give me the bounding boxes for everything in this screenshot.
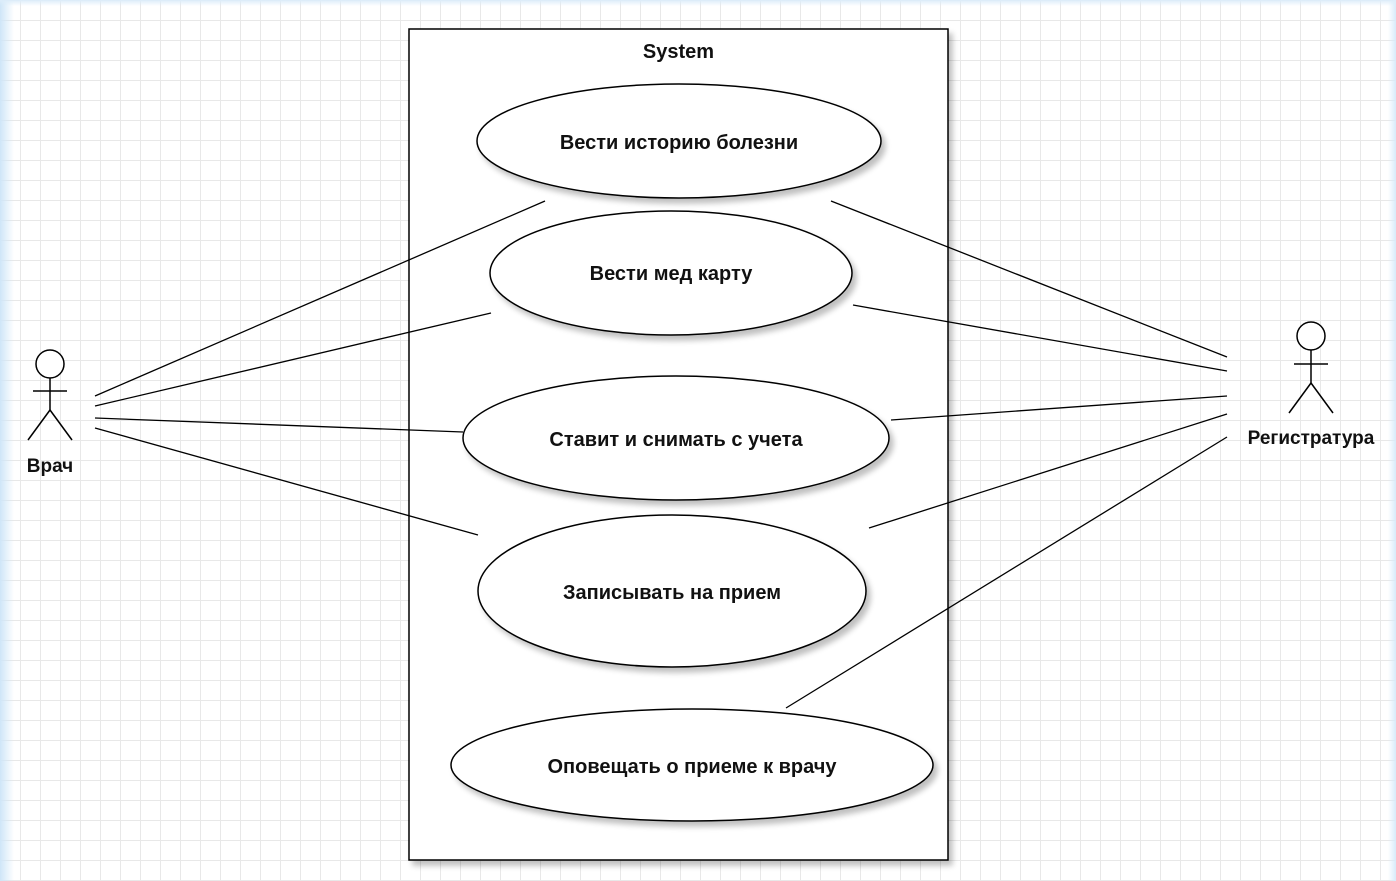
use-case-label: Оповещать о приеме к врачу <box>547 756 837 778</box>
use-case-label: Вести историю болезни <box>560 132 798 154</box>
association-line-registry-uc1[interactable] <box>830 200 1228 358</box>
use-case-uc3[interactable]: Ставит и снимать с учета <box>462 375 890 501</box>
actor-label: Врач <box>27 456 73 477</box>
use-case-uc2[interactable]: Вести мед карту <box>489 210 853 336</box>
use-case-label: Записывать на прием <box>563 582 781 604</box>
use-case-uc1[interactable]: Вести историю болезни <box>476 83 882 199</box>
association-line-registry-uc4[interactable] <box>868 413 1228 529</box>
association-line-doctor-uc4[interactable] <box>94 427 479 536</box>
use-case-ellipse <box>477 514 867 668</box>
actor-label: Регистратура <box>1248 428 1375 449</box>
use-case-ellipse <box>476 83 882 199</box>
left-edge-glow <box>0 0 14 881</box>
association-line-doctor-uc3[interactable] <box>94 417 464 433</box>
top-edge-glow <box>0 0 1396 6</box>
association-line-doctor-uc1[interactable] <box>94 200 546 397</box>
associations <box>94 200 1228 709</box>
use-case-label: Ставит и снимать с учета <box>549 429 803 451</box>
association-line-doctor-uc2[interactable] <box>94 312 492 407</box>
actor-registry[interactable]: Регистратура <box>1248 321 1375 449</box>
actor-doctor[interactable]: Врач <box>27 349 73 477</box>
association-line-registry-uc2[interactable] <box>852 304 1228 372</box>
use-case-label: Вести мед карту <box>590 263 754 285</box>
actor-stick-figure-icon <box>1288 321 1334 414</box>
actor-stick-figure-icon <box>27 349 73 441</box>
use-case-ellipse <box>489 210 853 336</box>
use-case-uc4[interactable]: Записывать на прием <box>477 514 867 668</box>
association-line-registry-uc5[interactable] <box>785 436 1228 709</box>
association-line-registry-uc3[interactable] <box>890 395 1228 421</box>
use-case-ellipse <box>462 375 890 501</box>
right-edge-glow <box>1388 0 1396 881</box>
use-case-ellipse <box>450 708 934 822</box>
system-title: System <box>643 41 714 63</box>
use-case-uc5[interactable]: Оповещать о приеме к врачу <box>450 708 934 822</box>
